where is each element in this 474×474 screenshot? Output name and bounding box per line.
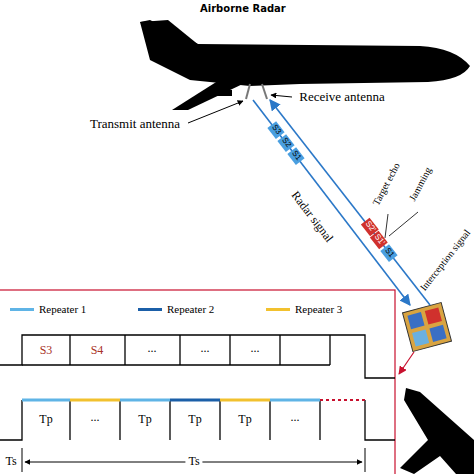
annotation-label: ... bbox=[291, 411, 300, 424]
jamming-pointer bbox=[389, 212, 418, 236]
jammer-aircraft bbox=[400, 388, 474, 474]
drawing-part bbox=[407, 312, 424, 329]
drawing-part bbox=[120, 399, 170, 402]
drawing-part bbox=[0, 400, 395, 440]
legend-label: Repeater 1 bbox=[39, 303, 86, 315]
annotation-label: S4 bbox=[91, 344, 104, 357]
node-label: Airborne Radar bbox=[200, 3, 286, 14]
aircraft-node: Airborne Radar bbox=[128, 0, 474, 100]
edge-label: Radar signal bbox=[289, 189, 336, 245]
drawing-part bbox=[279, 335, 280, 365]
legend-label: Repeater 2 bbox=[167, 303, 214, 315]
annotation-label: ... bbox=[251, 342, 260, 355]
annotation-label: Target echo bbox=[370, 161, 402, 207]
signal-beam bbox=[270, 100, 430, 305]
interception-device bbox=[403, 303, 452, 352]
drawing-part bbox=[320, 399, 365, 401]
repeater-waveform bbox=[0, 400, 395, 440]
drawing-part bbox=[179, 335, 180, 365]
annotation-label: ... bbox=[91, 411, 100, 424]
annotation-label: Tp bbox=[39, 413, 52, 426]
annotation-label: Tp bbox=[138, 413, 151, 426]
drawing-part bbox=[22, 399, 70, 402]
signal-cell: S1 bbox=[380, 244, 397, 262]
transmit-antenna bbox=[246, 84, 250, 99]
annotation-label: Ts bbox=[185, 455, 202, 468]
drawing-part bbox=[269, 400, 270, 440]
drawing-part bbox=[403, 303, 452, 352]
drawing-part bbox=[0, 335, 395, 378]
annotation-label: ... bbox=[148, 342, 157, 355]
signal-cell: S1 bbox=[288, 147, 305, 165]
drawing-part bbox=[220, 399, 270, 402]
drawing-part bbox=[319, 400, 320, 440]
annotation-label: Tp bbox=[238, 413, 251, 426]
drawing-part bbox=[22, 364, 330, 365]
transmit-pointer bbox=[188, 101, 243, 123]
tail-fin bbox=[140, 20, 200, 50]
drawing-part bbox=[229, 335, 230, 365]
receive-pointer bbox=[271, 95, 292, 97]
drawing-part bbox=[169, 400, 170, 440]
legend-swatch bbox=[138, 308, 162, 311]
node-label: Interception signal bbox=[417, 227, 472, 293]
signal-beam bbox=[253, 100, 410, 305]
timing-panel bbox=[0, 290, 395, 474]
drawing-part bbox=[270, 399, 320, 402]
drawing-part bbox=[429, 325, 446, 342]
drawing-part bbox=[329, 335, 330, 365]
drawing-part bbox=[22, 448, 23, 472]
annotation-label: Tp bbox=[188, 413, 201, 426]
drawing-part bbox=[170, 399, 220, 402]
drawing-part bbox=[219, 400, 220, 440]
echo-pointer bbox=[385, 214, 388, 238]
annotation-label: Receive antenna bbox=[299, 90, 385, 104]
engine bbox=[214, 90, 232, 96]
interceptor-node: Interception signal bbox=[405, 305, 449, 349]
drawing-part bbox=[365, 448, 366, 472]
interception-waveform bbox=[0, 335, 395, 378]
receive-antenna bbox=[262, 84, 267, 99]
drawing-part bbox=[412, 329, 429, 346]
drawing-part bbox=[425, 307, 442, 324]
legend-swatch bbox=[10, 308, 34, 311]
aircraft-silhouette bbox=[140, 20, 470, 110]
annotation-label: Jamming bbox=[407, 165, 434, 203]
legend-label: Repeater 3 bbox=[295, 303, 342, 315]
annotation-label: Ts bbox=[5, 455, 16, 468]
period-markers bbox=[22, 448, 365, 472]
wing bbox=[172, 72, 268, 110]
annotation-label: S3 bbox=[40, 344, 53, 357]
drawing-part bbox=[69, 335, 70, 365]
drawing-part bbox=[70, 399, 120, 402]
drawing-part bbox=[69, 400, 70, 440]
fuselage bbox=[140, 20, 470, 86]
drawing-part bbox=[119, 400, 120, 440]
panel-pointer bbox=[399, 352, 414, 374]
legend-swatch bbox=[266, 308, 290, 311]
drawing-part bbox=[124, 335, 125, 365]
annotation-label: ... bbox=[201, 342, 210, 355]
annotation-label: Transmit antenna bbox=[90, 117, 180, 131]
